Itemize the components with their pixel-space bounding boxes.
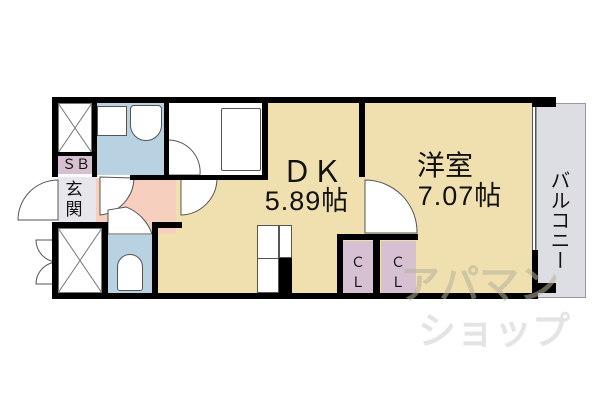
wall-right-bottom bbox=[532, 283, 556, 293]
entrance-label: 玄関 bbox=[65, 180, 83, 219]
wall-closet-left bbox=[337, 234, 343, 299]
bathtub bbox=[221, 108, 261, 171]
wall-hall-corner bbox=[152, 222, 182, 228]
fridge-space bbox=[279, 258, 292, 293]
wall-right-bottom-v bbox=[532, 250, 538, 299]
pipe-shaft-bottom bbox=[58, 228, 102, 293]
shoe-box-label: ＳＢ bbox=[62, 156, 90, 172]
washbasin bbox=[130, 105, 162, 141]
closet-1-label: ＣＬ bbox=[351, 254, 365, 290]
wall-dk-western bbox=[359, 97, 365, 177]
wall-wash-right bbox=[164, 97, 169, 177]
wall-entrance-bottom bbox=[52, 222, 108, 228]
kitchen-counter bbox=[279, 225, 292, 258]
wall-top bbox=[52, 97, 535, 103]
shoe-box bbox=[58, 155, 94, 174]
dk-area-label: 5.89帖 bbox=[264, 186, 350, 216]
wall-toilet-right bbox=[152, 222, 158, 299]
wall-toilet-left bbox=[102, 222, 108, 299]
closet-2 bbox=[381, 241, 416, 293]
pipe-shaft-top bbox=[58, 103, 92, 153]
wall-shaft-right bbox=[92, 97, 97, 177]
window-sash bbox=[532, 107, 536, 250]
wall-right-top bbox=[532, 97, 556, 107]
balcony-label: バルコニー bbox=[547, 170, 569, 270]
balcony bbox=[536, 103, 586, 298]
watermark-line2: ショップ bbox=[418, 309, 571, 353]
wall-bath-bottom bbox=[130, 175, 268, 180]
watermark-line1: アパマン bbox=[400, 262, 560, 308]
shower-tray bbox=[97, 106, 127, 136]
entrance-area bbox=[58, 177, 96, 222]
western-room-area-label: 7.07帖 bbox=[417, 181, 503, 211]
toilet-fixture bbox=[117, 254, 143, 291]
western-room-name-label: 洋室 bbox=[416, 150, 473, 181]
stove bbox=[257, 258, 279, 293]
dk-name-label: ＤＫ bbox=[282, 156, 342, 189]
wall-bath-right bbox=[262, 97, 268, 177]
closet-1 bbox=[343, 241, 373, 293]
wall-bottom bbox=[52, 293, 535, 299]
wall-left-bottom bbox=[52, 222, 58, 299]
wall-left-top bbox=[52, 97, 58, 177]
wall-shaft-sb bbox=[52, 152, 96, 156]
wall-closet-mid bbox=[373, 234, 380, 299]
closet-2-label: ＣＬ bbox=[391, 254, 405, 290]
